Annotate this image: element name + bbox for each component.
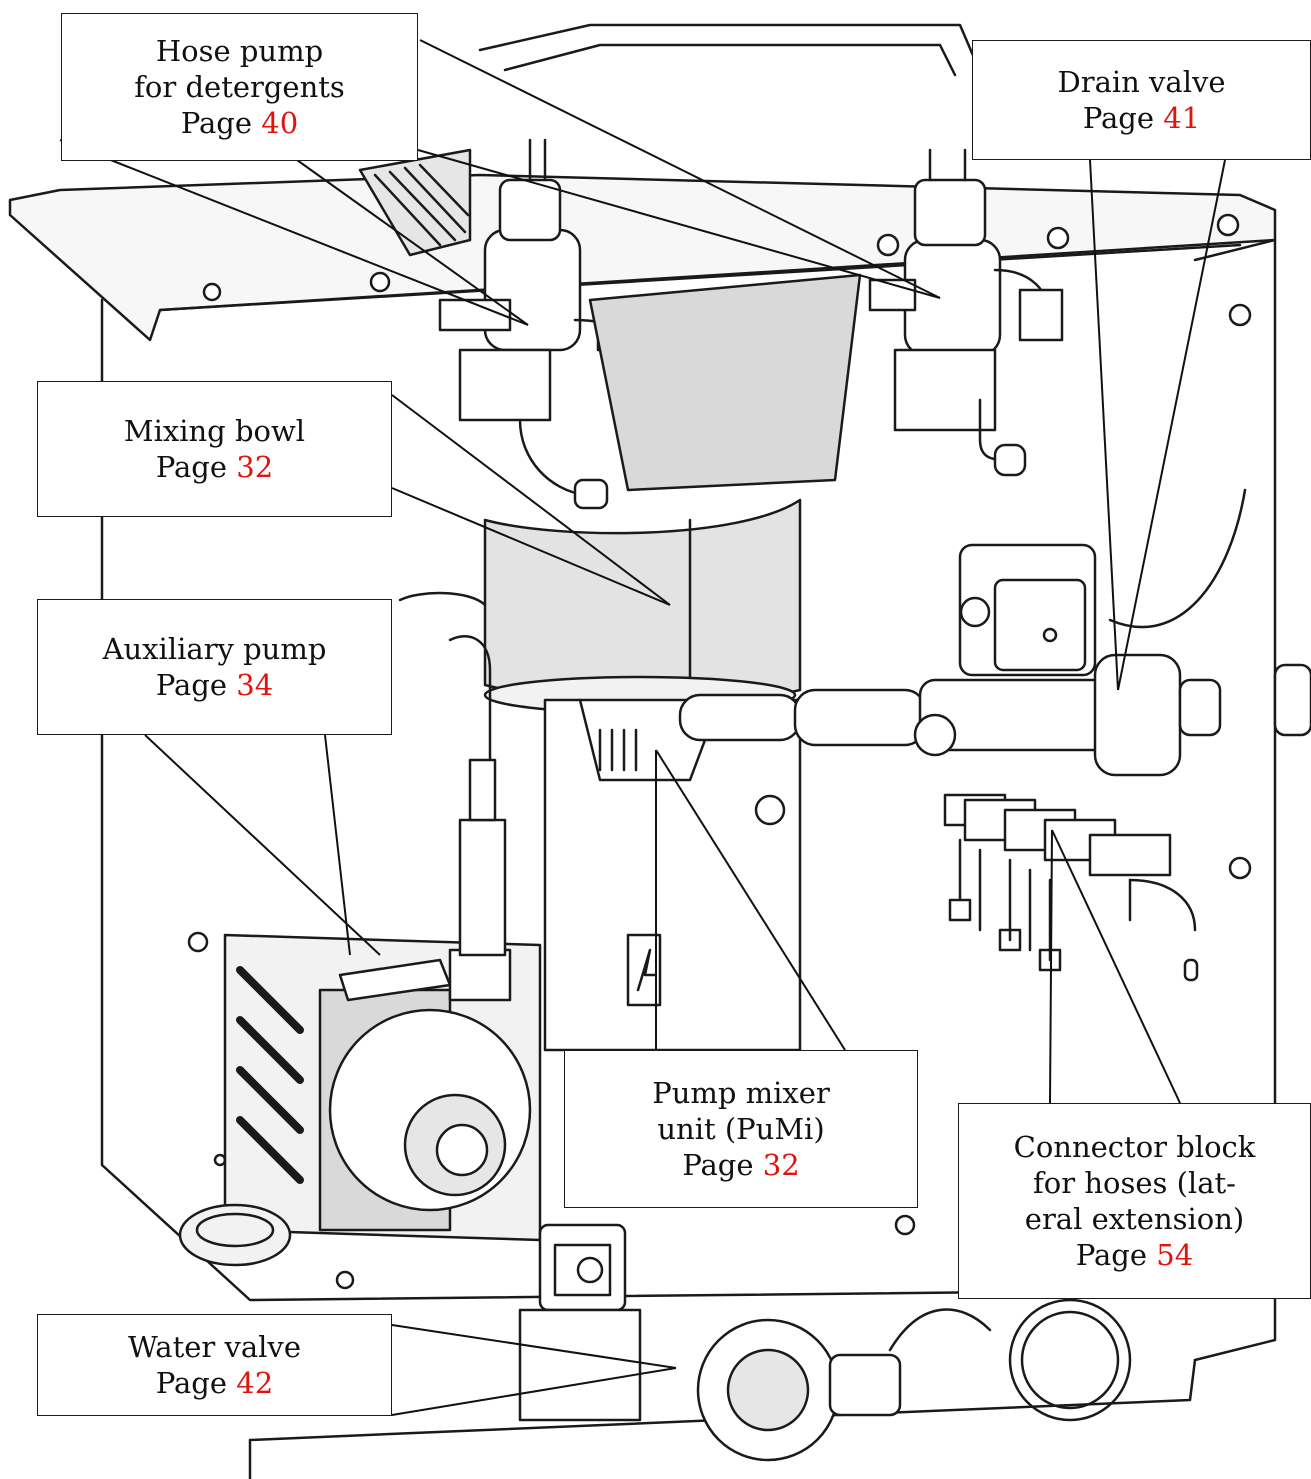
housing-side [1193, 238, 1277, 1362]
callout-hose-pump-page: Page 40 [181, 105, 298, 141]
leader-hose-pump-3 [419, 39, 941, 299]
rail-bolt-5 [1216, 213, 1240, 237]
page-link-54[interactable]: 54 [1156, 1238, 1194, 1272]
pumi-drawing [543, 698, 802, 1052]
drain-valve-motor-drawing [958, 488, 1247, 677]
panel-bolt-1 [187, 931, 209, 953]
connector-block-drawing [943, 793, 1199, 982]
callout-connector-block-line-3: eral extension) [1024, 1202, 1245, 1236]
water-valve-drawing [518, 1223, 1132, 1462]
callout-pump-mixer-line-2: unit (PuMi) [657, 1112, 825, 1146]
leader-connector-1 [1049, 829, 1053, 1104]
callout-water-valve-line-1: Water valve [128, 1330, 301, 1364]
leader-drain-2 [1117, 159, 1226, 691]
leader-mixing-2 [391, 487, 671, 606]
callout-auxiliary-pump: Auxiliary pump Page 34 [37, 599, 392, 735]
page-link-42[interactable]: 42 [236, 1366, 274, 1400]
page-link-32[interactable]: 32 [762, 1148, 800, 1182]
leader-hose-pump-2 [289, 154, 529, 326]
drain-pipe-drawing [678, 653, 1311, 777]
callout-hose-pump: Hose pump for detergents Page 40 [61, 13, 418, 161]
hose-pump-right-drawing [868, 148, 1064, 477]
rail-bolt-3 [876, 233, 900, 257]
page-label: Page [1075, 1238, 1148, 1272]
callout-hose-pump-line-1: Hose pump [155, 34, 324, 68]
side-bolt-1 [1228, 303, 1252, 327]
callout-pump-mixer-line-1: Pump mixer [652, 1076, 830, 1110]
callout-auxiliary-pump-line-1: Auxiliary pump [102, 632, 327, 666]
callout-connector-block: Connector block for hoses (lat- eral ext… [958, 1103, 1311, 1299]
page-label: Page [180, 106, 253, 140]
leader-water-2 [391, 1367, 677, 1416]
hose-pump-left-drawing [438, 138, 642, 510]
rail-bolt-2 [369, 271, 391, 293]
leader-aux-1 [144, 734, 381, 956]
page-link-34[interactable]: 34 [236, 668, 274, 702]
page-link-32[interactable]: 32 [236, 450, 274, 484]
callout-pump-mixer-page: Page 32 [682, 1147, 799, 1183]
auxiliary-pump-drawing [223, 758, 542, 1242]
callout-mixing-bowl-line-1: Mixing bowl [123, 414, 306, 448]
callout-connector-block-page: Page 54 [1076, 1237, 1193, 1273]
callout-hose-pump-line-2: for detergents [134, 70, 345, 104]
callout-mixing-bowl-page: Page 32 [156, 449, 273, 485]
leader-mixing-1 [391, 394, 671, 606]
leader-drain-1 [1089, 159, 1119, 691]
side-bolt-2 [1228, 856, 1252, 880]
page-label: Page [682, 1148, 754, 1182]
leader-water-1 [391, 1324, 677, 1369]
callout-water-valve: Water valve Page 42 [37, 1314, 392, 1416]
callout-auxiliary-pump-page: Page 34 [156, 667, 273, 703]
mixing-bowl-drawing [398, 273, 862, 762]
callout-mixing-bowl: Mixing bowl Page 32 [37, 381, 392, 517]
housing-bottom [248, 1358, 1197, 1479]
housing-top-cover [478, 23, 977, 142]
housing-top-inner [503, 43, 957, 77]
callout-pump-mixer: Pump mixer unit (PuMi) Page 32 [564, 1050, 918, 1208]
callout-drain-valve-page: Page 41 [1083, 100, 1200, 136]
callout-drain-valve: Drain valve Page 41 [972, 40, 1311, 160]
leader-hose-pump-4 [417, 149, 941, 299]
callout-connector-block-line-2: for hoses (lat- [1033, 1166, 1236, 1200]
page-label: Page [155, 1366, 228, 1400]
page-label: Page [155, 668, 228, 702]
rail-bolt-4 [1046, 226, 1070, 250]
page-link-40[interactable]: 40 [261, 106, 299, 140]
page-link-41[interactable]: 41 [1163, 101, 1201, 135]
leader-pumi-2 [655, 749, 846, 1051]
heat-sink [358, 148, 472, 257]
page-label: Page [155, 450, 228, 484]
top-rail-edge [158, 243, 1242, 312]
rail-bolt-1 [202, 282, 222, 302]
leader-hose-pump-1 [59, 139, 529, 326]
leader-connector-2 [1051, 829, 1181, 1104]
leader-aux-2 [324, 734, 351, 956]
callout-drain-valve-line-1: Drain valve [1057, 65, 1226, 99]
page-label: Page [1082, 101, 1155, 135]
callout-connector-block-line-1: Connector block [1013, 1130, 1256, 1164]
callout-water-valve-page: Page 42 [156, 1365, 273, 1401]
